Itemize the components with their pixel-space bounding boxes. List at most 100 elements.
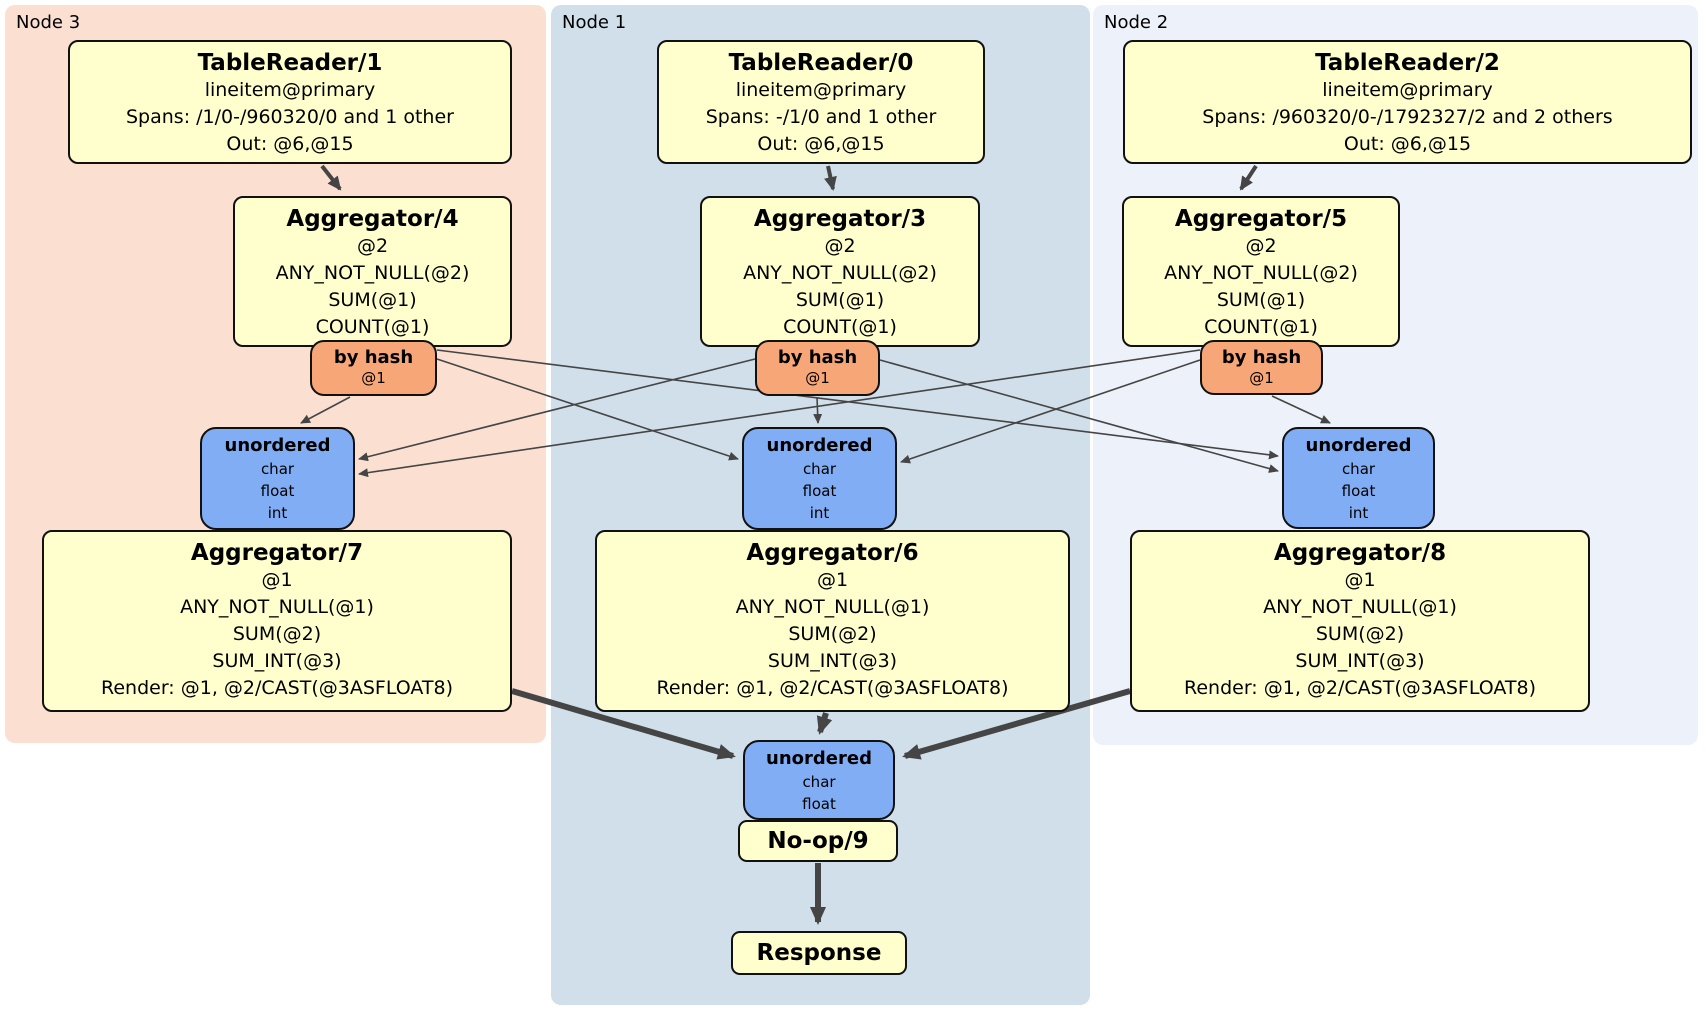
processor-title: Aggregator/7 xyxy=(190,540,364,566)
router-columns: @1 xyxy=(361,369,386,387)
processor-title: Response xyxy=(756,940,882,966)
processor-line: ANY_NOT_NULL(@1) xyxy=(180,596,374,618)
processor-line: ANY_NOT_NULL(@2) xyxy=(743,262,937,284)
router-title: by hash xyxy=(333,347,414,368)
edge-bh2-un2 xyxy=(1271,395,1331,424)
processor-line: @2 xyxy=(824,235,856,257)
processor-title: TableReader/0 xyxy=(728,50,914,76)
router-by-hash-node1: by hash @1 xyxy=(755,340,880,396)
processor-tablereader-0: TableReader/0 lineitem@primary Spans: -/… xyxy=(657,40,985,164)
sync-column: float xyxy=(802,482,837,500)
sync-column: int xyxy=(809,504,830,522)
processor-line: COUNT(@1) xyxy=(1204,316,1318,338)
processor-response: Response xyxy=(731,931,907,975)
edge-bh1-un1 xyxy=(813,396,823,424)
processor-line: Out: @6,@15 xyxy=(226,133,354,155)
sync-unordered-node3: unordered char float int xyxy=(200,427,355,530)
processor-line: SUM(@2) xyxy=(232,623,322,645)
edge-bh1-un2 xyxy=(879,359,1279,473)
sync-title: unordered xyxy=(1305,435,1412,456)
processor-aggregator-4: Aggregator/4 @2 ANY_NOT_NULL(@2) SUM(@1)… xyxy=(233,196,512,347)
processor-line: Out: @6,@15 xyxy=(757,133,885,155)
processor-line: lineitem@primary xyxy=(204,79,376,101)
node-group-3-label: Node 3 xyxy=(16,12,81,33)
processor-line: Spans: /960320/0-/1792327/2 and 2 others xyxy=(1202,106,1613,128)
processor-line: COUNT(@1) xyxy=(315,316,430,338)
processor-aggregator-8: Aggregator/8 @1 ANY_NOT_NULL(@1) SUM(@2)… xyxy=(1130,530,1590,712)
router-by-hash-node2: by hash @1 xyxy=(1200,340,1323,395)
processor-line: @1 xyxy=(816,569,849,591)
edge-agg7-unfinal xyxy=(511,688,736,760)
router-title: by hash xyxy=(777,347,858,368)
sync-title: unordered xyxy=(224,435,331,456)
sync-unordered-final: unordered char float xyxy=(743,740,895,820)
edge-bh2-un1 xyxy=(900,359,1201,464)
processor-noop-9: No-op/9 xyxy=(738,820,898,862)
processor-title: Aggregator/3 xyxy=(753,206,927,232)
edge-tr2-agg5 xyxy=(1239,164,1258,191)
node-group-2-label: Node 2 xyxy=(1104,12,1169,33)
sync-title: unordered xyxy=(766,748,872,769)
processor-title: No-op/9 xyxy=(767,828,869,854)
sync-column: int xyxy=(267,504,288,522)
processor-line: ANY_NOT_NULL(@2) xyxy=(275,262,470,284)
processor-line: Render: @1, @2/CAST(@3ASFLOAT8) xyxy=(101,677,453,699)
sync-column: float xyxy=(1341,482,1376,500)
processor-line: SUM(@2) xyxy=(788,623,877,645)
edge-bh3-un3 xyxy=(300,396,351,424)
processor-aggregator-3: Aggregator/3 @2 ANY_NOT_NULL(@2) SUM(@1)… xyxy=(700,196,980,347)
processor-line: lineitem@primary xyxy=(1322,79,1493,101)
edge-agg6-unfinal xyxy=(816,712,833,735)
sync-column: int xyxy=(1348,504,1369,522)
node-group-1-label: Node 1 xyxy=(562,12,627,33)
processor-line: Render: @1, @2/CAST(@3ASFLOAT8) xyxy=(1184,677,1536,699)
processor-title: Aggregator/5 xyxy=(1174,206,1348,232)
sync-column: char xyxy=(1341,460,1376,478)
sync-title: unordered xyxy=(766,435,873,456)
sync-column: float xyxy=(260,482,295,500)
processor-line: SUM(@1) xyxy=(1216,289,1306,311)
processor-tablereader-1: TableReader/1 lineitem@primary Spans: /1… xyxy=(68,40,512,164)
processor-line: Render: @1, @2/CAST(@3ASFLOAT8) xyxy=(656,677,1009,699)
processor-aggregator-7: Aggregator/7 @1 ANY_NOT_NULL(@1) SUM(@2)… xyxy=(42,530,512,712)
processor-line: SUM(@1) xyxy=(795,289,885,311)
processor-line: Spans: -/1/0 and 1 other xyxy=(705,106,937,128)
sync-unordered-node2: unordered char float int xyxy=(1282,427,1435,529)
processor-line: @2 xyxy=(356,235,389,257)
processor-line: @1 xyxy=(1344,569,1376,591)
processor-line: SUM_INT(@3) xyxy=(1295,650,1425,672)
processor-aggregator-6: Aggregator/6 @1 ANY_NOT_NULL(@1) SUM(@2)… xyxy=(595,530,1070,712)
sync-column: char xyxy=(260,460,295,478)
processor-line: SUM(@2) xyxy=(1315,623,1405,645)
sync-unordered-node1: unordered char float int xyxy=(742,427,897,530)
edge-bh3-un2 xyxy=(436,349,1279,460)
processor-line: Spans: /1/0-/960320/0 and 1 other xyxy=(126,106,454,128)
edge-tr0-agg3 xyxy=(824,165,837,191)
router-by-hash-node3: by hash @1 xyxy=(310,340,437,396)
edge-bh2-un3 xyxy=(358,349,1201,478)
processor-line: COUNT(@1) xyxy=(783,316,897,338)
sync-column: char xyxy=(802,773,836,791)
processor-aggregator-5: Aggregator/5 @2 ANY_NOT_NULL(@2) SUM(@1)… xyxy=(1122,196,1400,347)
processor-line: SUM(@1) xyxy=(328,289,417,311)
edge-tr1-agg4 xyxy=(320,164,342,191)
router-columns: @1 xyxy=(1249,369,1274,387)
processor-line: SUM_INT(@3) xyxy=(212,650,342,672)
edge-agg8-unfinal xyxy=(902,688,1131,760)
processor-line: lineitem@primary xyxy=(735,79,907,101)
processor-title: Aggregator/6 xyxy=(746,540,919,566)
edge-bh3-un1 xyxy=(436,358,739,461)
edge-bh1-un3 xyxy=(358,358,756,462)
router-columns: @1 xyxy=(805,369,830,387)
processor-line: ANY_NOT_NULL(@1) xyxy=(735,596,930,618)
sync-column: float xyxy=(802,795,836,813)
router-title: by hash xyxy=(1221,347,1302,368)
processor-title: Aggregator/4 xyxy=(286,206,459,232)
processor-line: @1 xyxy=(261,569,293,591)
processor-line: ANY_NOT_NULL(@1) xyxy=(1263,596,1457,618)
sync-column: char xyxy=(802,460,837,478)
processor-title: Aggregator/8 xyxy=(1273,540,1447,566)
processor-line: @2 xyxy=(1245,235,1277,257)
processor-line: SUM_INT(@3) xyxy=(767,650,898,672)
processor-tablereader-2: TableReader/2 lineitem@primary Spans: /9… xyxy=(1123,40,1692,164)
